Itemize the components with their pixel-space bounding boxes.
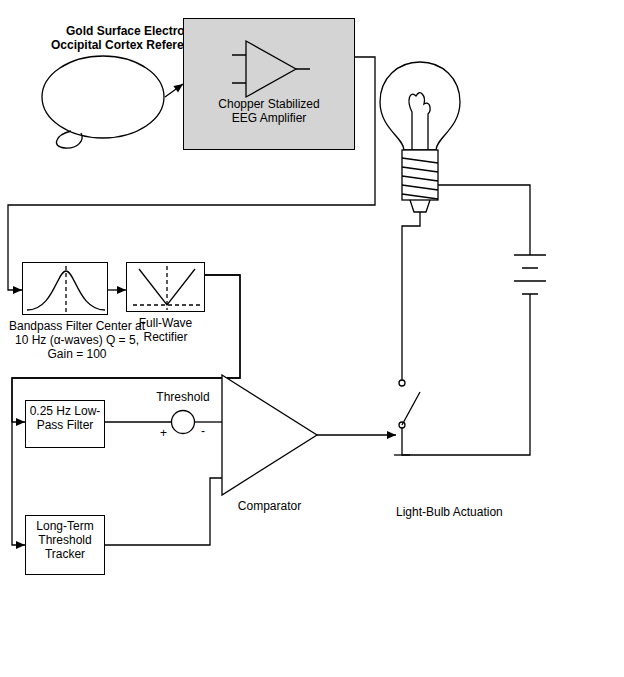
threshold-tracker-box-shape: Long-Term Threshold Tracker (25, 515, 105, 575)
node-text: Threshold (152, 390, 214, 404)
center-line (65, 266, 66, 313)
threshold-summer: Threshold (171, 410, 195, 434)
bandpass-filter-box: Bandpass Filter Center at 10 Hz (α-waves… (22, 262, 108, 315)
comparator-symbol: Comparator (222, 375, 317, 495)
switch-contact (399, 380, 405, 386)
switch-actuation: Light-Bulb Actuation (396, 370, 422, 465)
switch-blade (402, 392, 420, 425)
node-text: Comparator (225, 499, 315, 513)
arrowhead (16, 418, 25, 426)
connector (105, 478, 222, 545)
arrowhead (173, 84, 183, 93)
node-text: Full-Wave Rectifier (129, 316, 203, 344)
minus-sign: - (201, 424, 205, 438)
bulb-glass (380, 62, 460, 150)
node-text: Bandpass Filter Center at 10 Hz (α-waves… (2, 319, 152, 361)
electrode-head-shape (41, 55, 165, 139)
connector (195, 421, 222, 422)
axis-lines (133, 266, 200, 310)
rectifier-box-shape (126, 262, 205, 312)
node-text: 0.25 Hz Low-Pass Filter (29, 401, 101, 432)
electrode-head: Gold Surface Electrodes over Occipital C… (41, 55, 165, 139)
arrowhead (13, 286, 22, 294)
plus-sign: + (160, 426, 167, 440)
arrowhead (117, 286, 126, 294)
amplifier-symbol (246, 41, 296, 97)
rectifier-box: Full-Wave Rectifier (126, 262, 205, 312)
amplifier-leads (232, 55, 310, 83)
lowpass-filter-box-shape: 0.25 Hz Low-Pass Filter (25, 400, 105, 448)
wire (438, 185, 530, 255)
lowpass-filter-box: 0.25 Hz Low-Pass Filter (25, 400, 105, 448)
electrode-head-outline (41, 55, 165, 139)
bulb-base (402, 150, 438, 200)
wire (402, 294, 530, 455)
bulb-threads (402, 158, 438, 199)
arrowhead (16, 541, 25, 549)
comparator-triangle (222, 375, 317, 495)
switch-actuation-shape (396, 370, 422, 465)
comparator-symbol-outline (222, 375, 317, 495)
connector (317, 434, 396, 435)
threshold-summer-outline (171, 410, 195, 434)
bandpass-filter-box-outline (23, 263, 109, 316)
summing-circle (172, 411, 195, 434)
head-outline (42, 56, 164, 138)
connector (105, 421, 171, 422)
connector (165, 84, 183, 97)
node-text: Light-Bulb Actuation (396, 505, 566, 519)
arrowhead (387, 431, 396, 439)
threshold-summer-shape (171, 410, 195, 434)
amplifier-box: Chopper Stabilized EEG Amplifier (183, 18, 355, 150)
battery-symbol (514, 255, 546, 294)
amplifier-box-shape: Chopper Stabilized EEG Amplifier (183, 18, 355, 150)
ear-outline (56, 131, 82, 148)
connector (12, 275, 240, 545)
node-text: Long-Term Threshold Tracker (29, 516, 101, 561)
amplifier-box-outline (184, 19, 356, 151)
rectifier-box-outline (127, 263, 206, 313)
comparator-symbol-shape (222, 375, 317, 495)
ground-mark (394, 454, 410, 455)
wire (402, 212, 420, 380)
threshold-tracker-box: Long-Term Threshold Tracker (25, 515, 105, 575)
node-text: Chopper Stabilized EEG Amplifier (207, 19, 331, 125)
bandpass-filter-box-shape (22, 262, 108, 315)
bulb-tip (410, 200, 430, 212)
bulb-filament (409, 93, 430, 150)
